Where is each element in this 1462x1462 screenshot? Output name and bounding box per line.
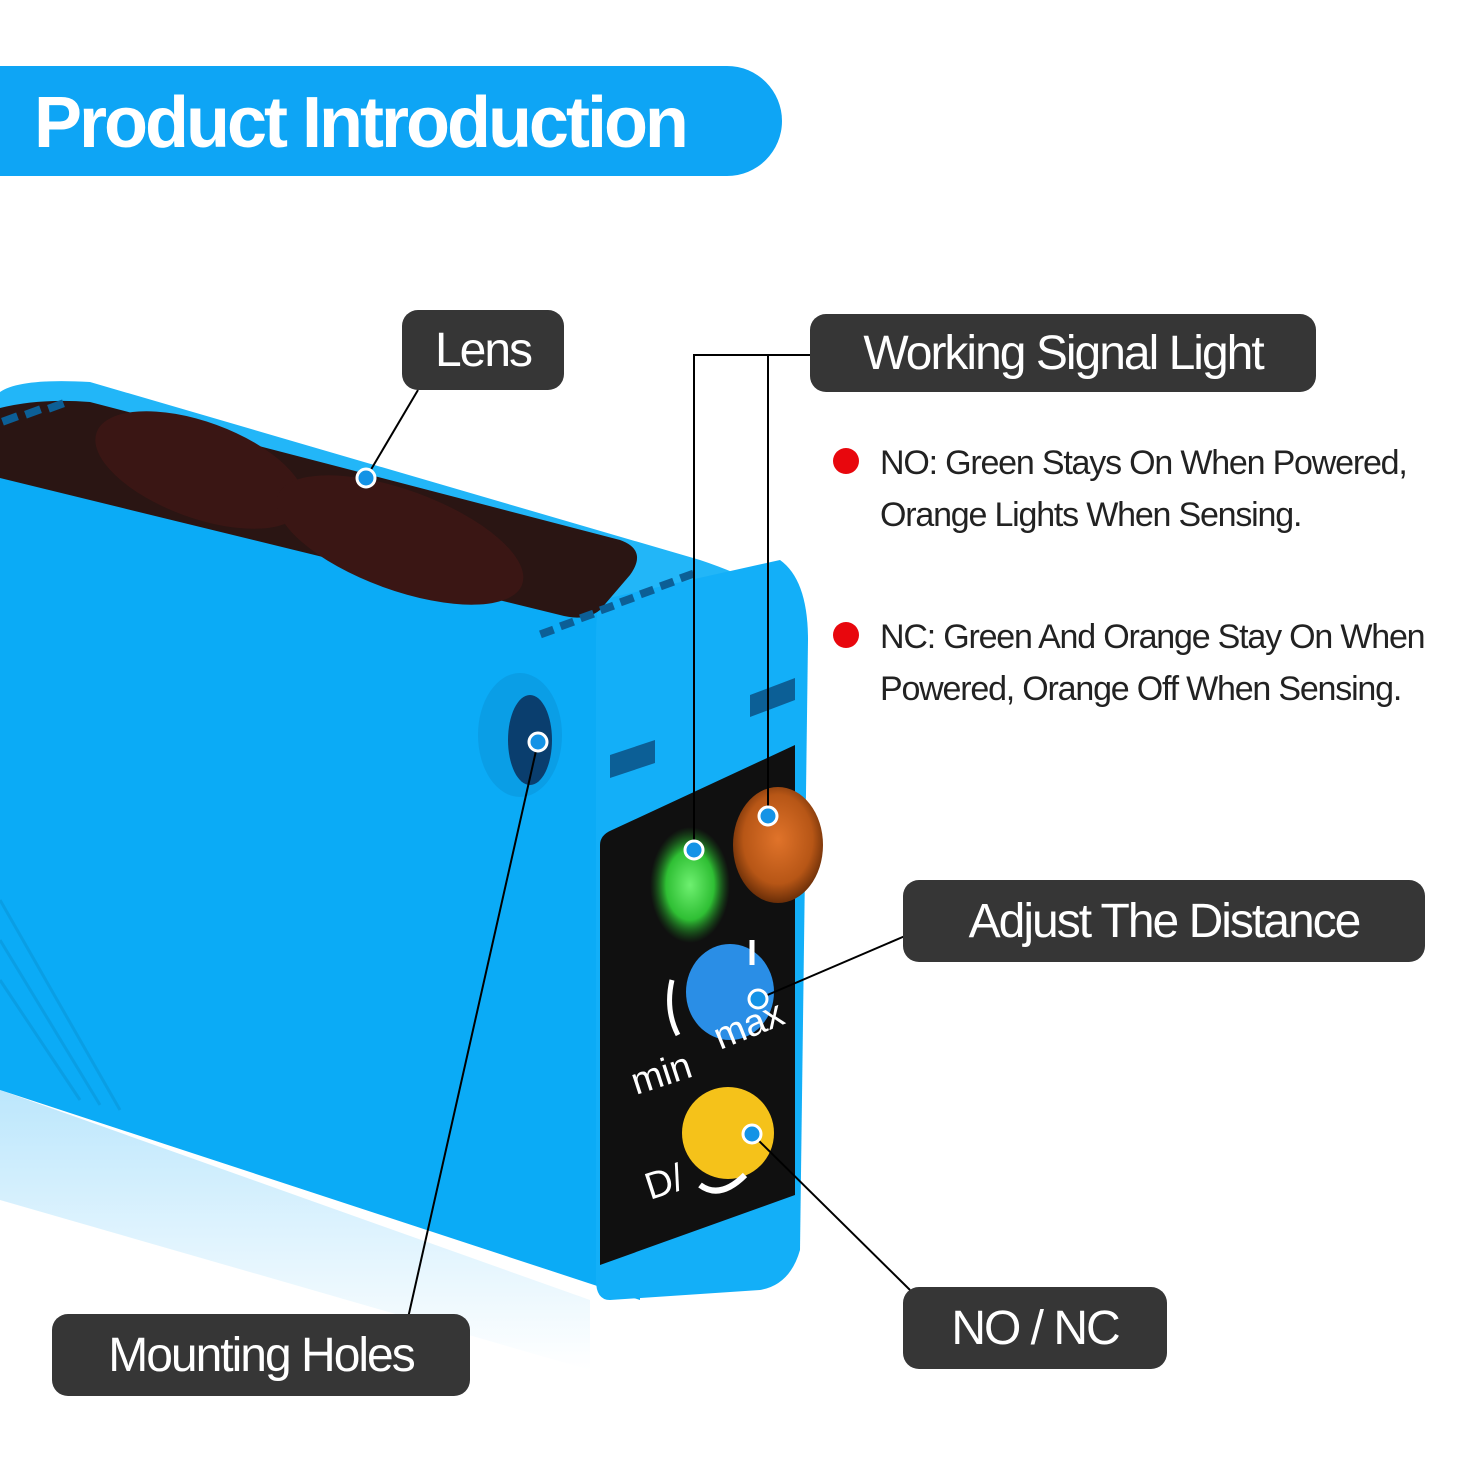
no-nc-label: NO / NC: [903, 1287, 1167, 1369]
mounting-holes-label: Mounting Holes: [52, 1314, 470, 1396]
mode-knob-anchor-dot: [741, 1123, 763, 1145]
orange-led: [733, 787, 823, 903]
bullet-icon: [833, 622, 859, 648]
mounting-hole-anchor-dot: [527, 731, 549, 753]
bullet-icon: [833, 448, 859, 474]
description-line: Powered, Orange Off When Sensing.: [880, 670, 1402, 708]
adjust-distance-label: Adjust The Distance: [903, 880, 1425, 962]
working-signal-light-label: Working Signal Light: [810, 314, 1316, 392]
lens-anchor-dot: [355, 467, 377, 489]
orange-led-anchor-dot: [757, 805, 779, 827]
page-title: Product Introduction: [34, 83, 689, 163]
lens-label: Lens: [402, 310, 564, 390]
mode-knob: [682, 1087, 774, 1179]
green-led-anchor-dot: [683, 839, 705, 861]
nc-mode-description: NC: Green And Orange Stay On When Powere…: [880, 611, 1426, 715]
description-line: Orange Lights When Sensing.: [880, 496, 1302, 534]
distance-knob: [686, 944, 774, 1040]
distance-knob-anchor-dot: [747, 988, 769, 1010]
description-line: NC: Green And Orange Stay On When: [880, 618, 1426, 656]
no-mode-description: NO: Green Stays On When Powered, Orange …: [880, 437, 1408, 541]
description-line: NO: Green Stays On When Powered,: [880, 444, 1408, 482]
title-banner: [0, 66, 782, 176]
green-led: [650, 827, 730, 943]
